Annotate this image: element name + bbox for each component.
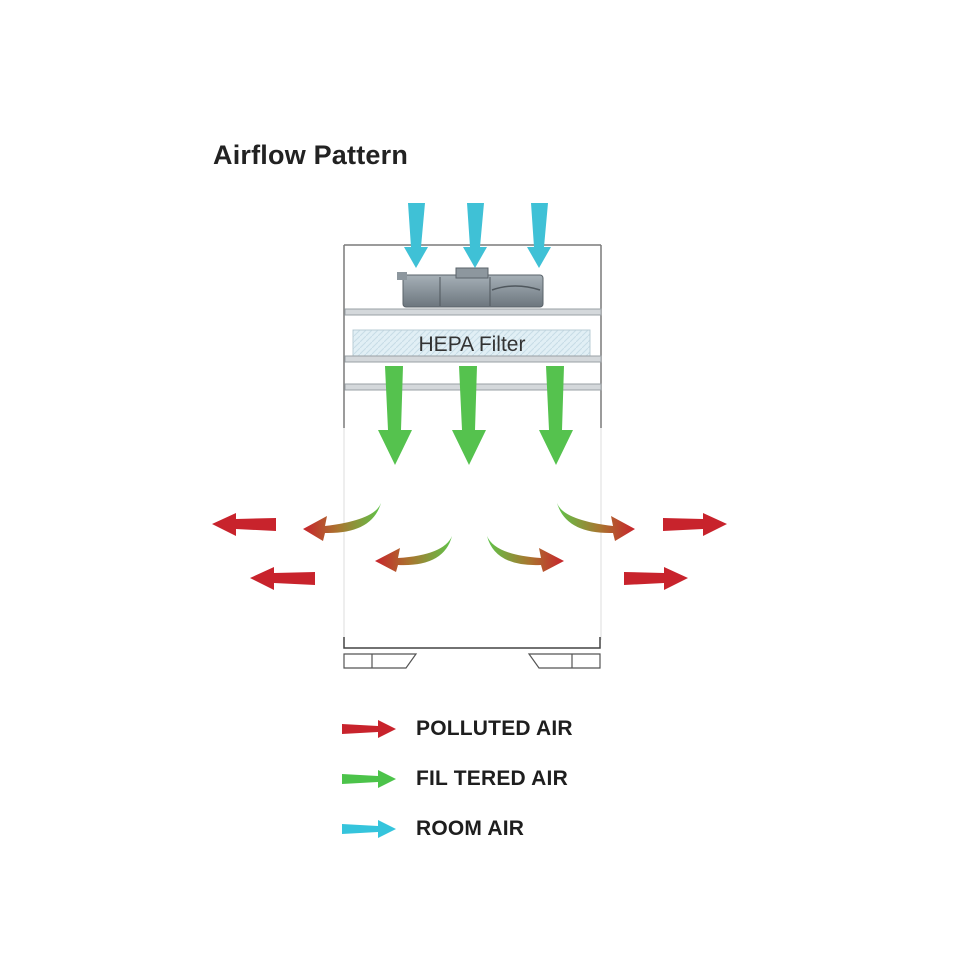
- legend: POLLUTED AIR FIL TERED AIR ROOM AIR: [340, 712, 573, 862]
- filtered-air-arrows: [378, 366, 573, 465]
- red-arrow-icon: [342, 720, 396, 738]
- room-air-arrow-icon: [527, 203, 551, 268]
- fan-unit-icon: [397, 267, 544, 308]
- work-surface: [343, 637, 601, 649]
- filtered-air-arrow-icon: [452, 366, 486, 465]
- polluted-air-arrow-icon: [250, 567, 315, 590]
- filtered-air-arrow-icon: [378, 366, 412, 465]
- legend-item-filtered-air: FIL TERED AIR: [340, 762, 573, 796]
- hepa-filter: HEPA Filter: [352, 329, 591, 357]
- upper-shelf: [344, 308, 602, 316]
- curved-arrow-left-lower-icon: [375, 536, 452, 572]
- room-air-arrows: [404, 203, 551, 268]
- hepa-filter-label: HEPA Filter: [419, 333, 526, 356]
- transition-arrows: [303, 503, 635, 572]
- legend-item-room-air: ROOM AIR: [340, 812, 573, 846]
- polluted-air-arrows: [212, 513, 727, 590]
- legend-label: POLLUTED AIR: [416, 717, 573, 740]
- base-stand: [343, 653, 601, 669]
- diagram-title: Airflow Pattern: [213, 140, 409, 170]
- legend-label: FIL TERED AIR: [416, 767, 568, 790]
- legend-item-polluted-air: POLLUTED AIR: [340, 712, 573, 746]
- curved-arrow-right-lower-icon: [487, 536, 564, 572]
- filtered-air-arrow-icon: [539, 366, 573, 465]
- cyan-arrow-icon: [342, 820, 396, 838]
- room-air-arrow-icon: [463, 203, 487, 268]
- curved-arrow-right-upper-icon: [557, 503, 635, 541]
- polluted-air-arrow-icon: [663, 513, 727, 536]
- polluted-air-arrow-icon: [212, 513, 276, 536]
- polluted-air-arrow-icon: [624, 567, 688, 590]
- legend-label: ROOM AIR: [416, 817, 525, 840]
- curved-arrow-left-upper-icon: [303, 503, 381, 541]
- room-air-arrow-icon: [404, 203, 428, 268]
- green-arrow-icon: [342, 770, 396, 788]
